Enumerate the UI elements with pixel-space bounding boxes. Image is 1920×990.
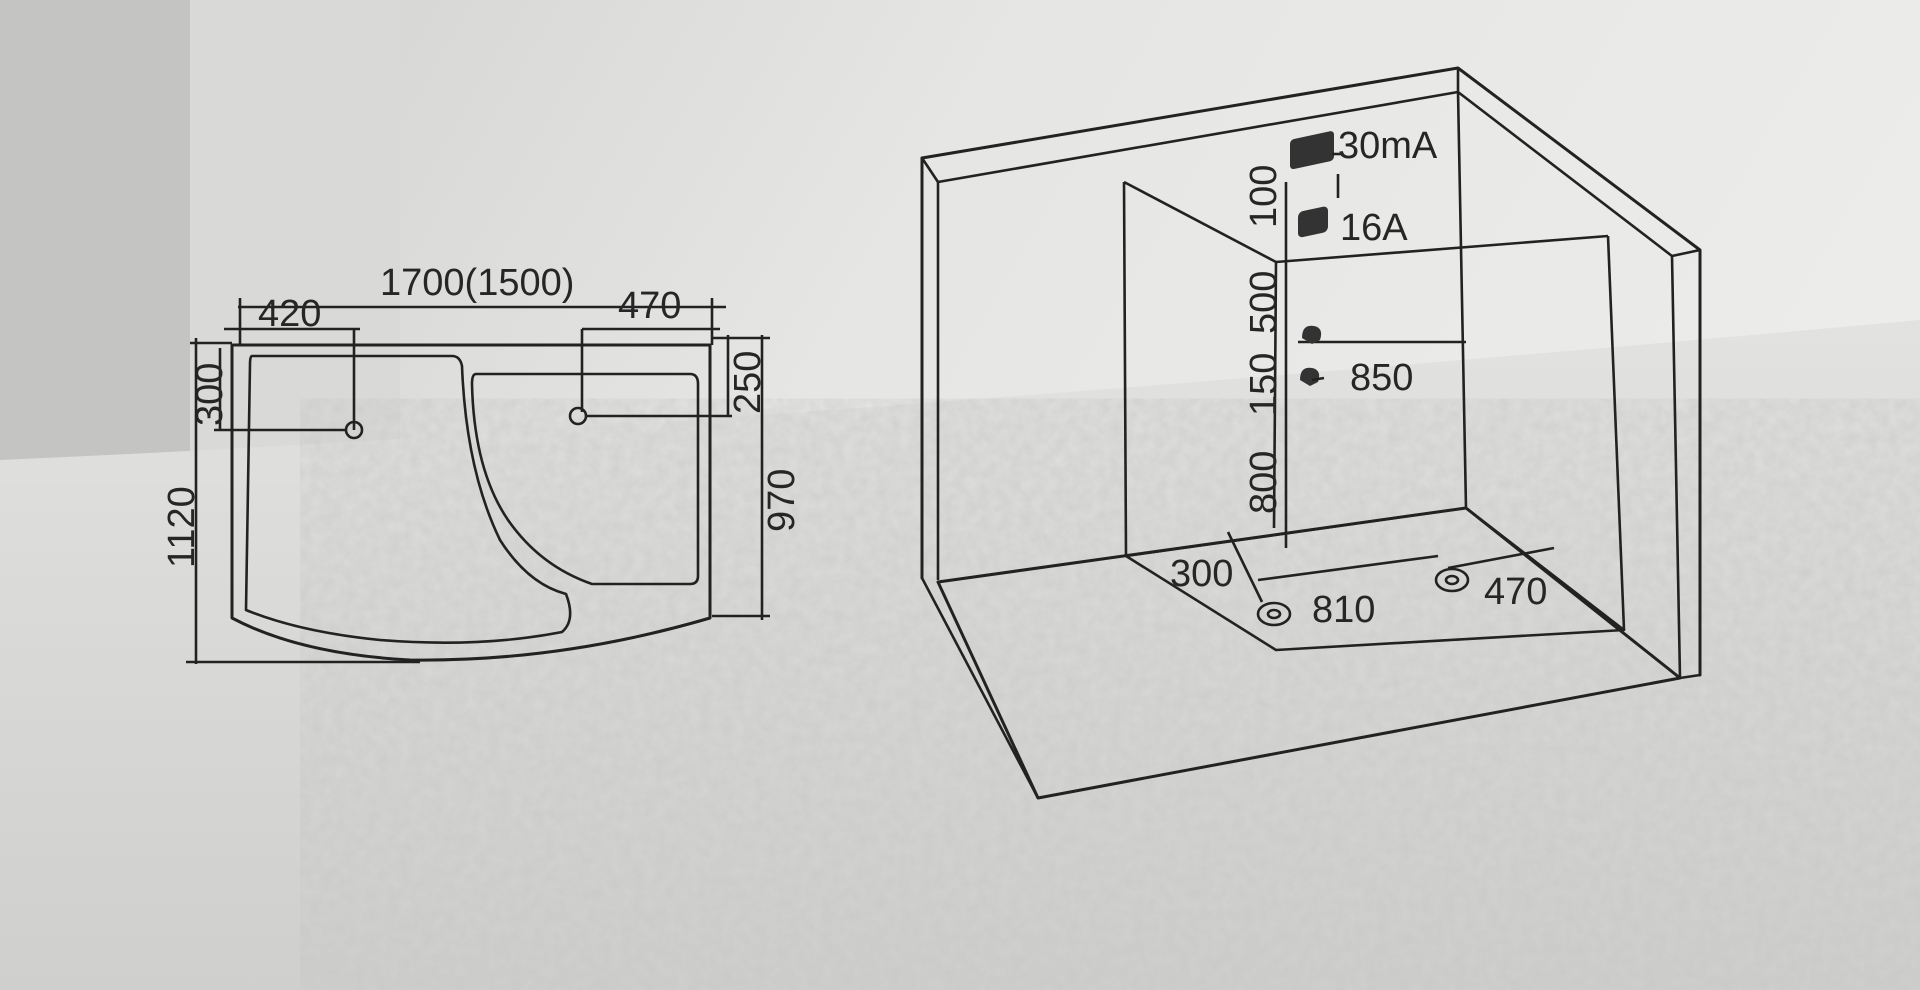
left-wall-cap (920, 157, 940, 183)
label-16a: 16A (1340, 207, 1408, 249)
floor-drain-left (1256, 601, 1292, 627)
label-810: 810 (1312, 589, 1375, 631)
floor-drain-right-inner (1444, 574, 1460, 586)
cabin-top-rail (1275, 234, 1609, 264)
right-basin (470, 372, 700, 586)
label-100: 100 (1243, 165, 1285, 228)
dim-300-iso (1226, 531, 1264, 603)
wall-panel (190, 0, 400, 470)
hot-tap-icon (1302, 325, 1322, 344)
floor-drain-right (1434, 567, 1470, 593)
plan-view: 1700(1500) 420 470 300 250 1120 970 (161, 262, 803, 664)
label-420: 420 (258, 293, 321, 335)
right-wall-base (1679, 673, 1701, 680)
label-30ma: 30mA (1338, 125, 1438, 167)
label-150: 150 (1243, 353, 1285, 416)
label-800: 800 (1243, 451, 1285, 514)
label-300-iso: 300 (1170, 553, 1233, 595)
rcd-switch-icon (1290, 131, 1342, 198)
right-wall-cap (1671, 248, 1701, 258)
left-basin (244, 354, 572, 644)
breaker-socket-icon (1298, 206, 1328, 238)
label-970: 970 (761, 469, 803, 532)
dim-810-iso (1257, 554, 1439, 582)
right-drain (568, 406, 588, 426)
iso-view: 30mA 16A 850 100 500 150 800 300 810 470 (920, 66, 1702, 800)
label-500: 500 (1243, 271, 1285, 334)
cabin-base (1124, 506, 1626, 652)
label-overall-width: 1700(1500) (380, 262, 574, 304)
label-470-iso: 470 (1484, 571, 1547, 613)
right-wall-inner (1670, 255, 1682, 679)
floor-drain-left-inner (1266, 608, 1282, 620)
cold-tap-icon (1300, 367, 1325, 386)
floor-front-edge (920, 577, 1040, 799)
dim-470-iso (1447, 546, 1555, 570)
wall-shadow-left (0, 0, 190, 470)
label-1120: 1120 (161, 486, 203, 568)
cabin-right-post (1606, 235, 1626, 631)
room-top-outer (920, 66, 1702, 677)
tray-outline (230, 343, 712, 662)
rear-corner (1456, 91, 1468, 509)
room-floor (936, 506, 1682, 800)
label-850: 850 (1350, 357, 1413, 399)
cabin-left-post (1122, 181, 1128, 557)
label-470-plan: 470 (618, 285, 681, 327)
